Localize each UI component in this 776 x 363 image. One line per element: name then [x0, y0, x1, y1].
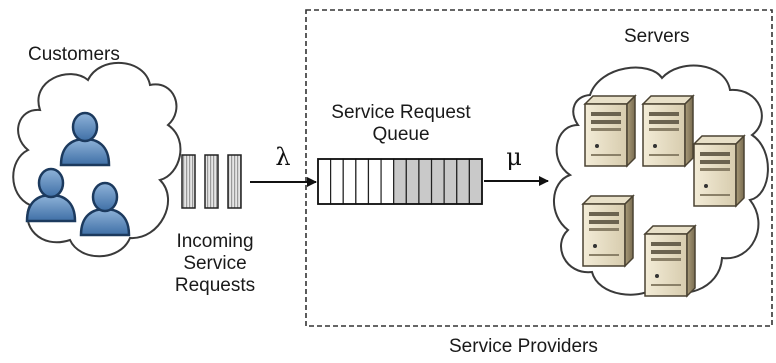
servers-title: Servers — [624, 26, 690, 47]
queue-slot-empty — [367, 158, 382, 205]
request-bar — [227, 154, 242, 209]
server-icon — [583, 94, 637, 168]
queue-slot-empty — [380, 158, 395, 205]
queue-slot-empty — [317, 158, 332, 205]
service-rate-symbol: μ — [506, 143, 522, 171]
queue-slot-empty — [330, 158, 344, 205]
incoming-requests-label: Incoming Service Requests — [150, 231, 280, 297]
incoming-requests-line: Requests — [174, 275, 256, 296]
customers-title: Customers — [28, 44, 120, 65]
request-bar — [181, 154, 196, 209]
incoming-requests-line: Service — [183, 253, 247, 274]
queue-slot-filled — [405, 158, 420, 205]
incoming-request-bars — [181, 154, 242, 209]
queue-slot-filled — [430, 158, 445, 205]
queue-slot-filled — [456, 158, 470, 205]
arrival-rate-symbol: λ — [275, 143, 290, 171]
server-icon — [641, 94, 695, 168]
server-group — [581, 94, 746, 298]
queue-label-line: Queue — [372, 124, 430, 145]
queue-slot-filled — [443, 158, 458, 205]
server-icon — [692, 134, 746, 208]
incoming-requests-line: Incoming — [176, 231, 254, 252]
queue-outline — [317, 158, 483, 205]
queue-slot-empty — [355, 158, 370, 205]
server-icon — [581, 194, 635, 268]
queue-label: Service Request Queue — [316, 102, 486, 146]
server-icon — [643, 224, 697, 298]
service-providers-title: Service Providers — [449, 336, 598, 357]
queue-slot-filled — [468, 158, 483, 205]
request-bar — [204, 154, 219, 209]
queue-label-line: Service Request — [331, 102, 471, 123]
user-icon — [79, 181, 131, 237]
queue-slot-empty — [342, 158, 357, 205]
user-icon — [25, 167, 77, 223]
service-request-queue — [317, 158, 483, 205]
service-provider-boundary — [305, 9, 773, 327]
queue-slot-filled — [418, 158, 433, 205]
queue-slot-filled — [393, 158, 407, 205]
user-icon — [59, 111, 111, 167]
